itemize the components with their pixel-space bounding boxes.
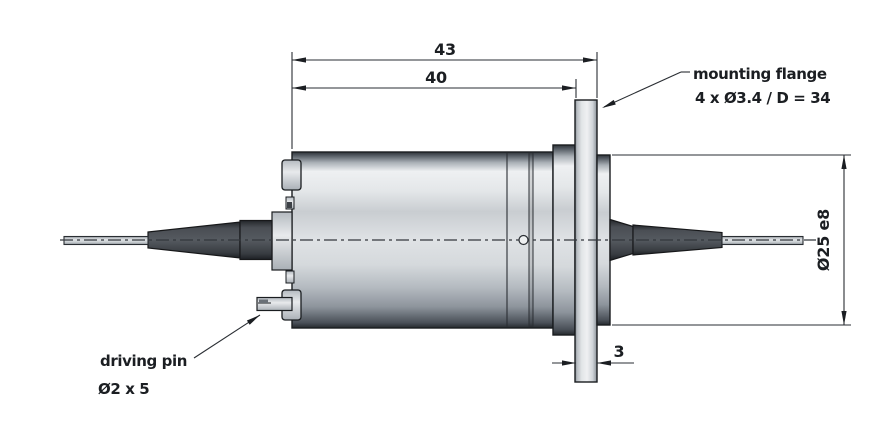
mounting-flange-spec: 4 x Ø3.4 / D = 34 [695, 89, 830, 107]
leader-arrowhead [246, 315, 260, 325]
leader-arrowhead [602, 99, 616, 108]
dim-40-value: 40 [425, 68, 447, 87]
arrowhead-left [292, 57, 306, 63]
mounting-flange-callout: mounting flange 4 x Ø3.4 / D = 34 [602, 65, 831, 108]
left-hub-block [271, 211, 293, 271]
dimension-body-length: 40 [292, 68, 577, 98]
arrowhead-right [562, 85, 576, 91]
mounting-flange-label: mounting flange [693, 65, 827, 83]
dimension-hub-diameter: Ø25 e8 [612, 154, 851, 326]
dim-3-value: 3 [614, 342, 625, 361]
arrowhead-left [292, 85, 306, 91]
set-screw-hole [518, 234, 529, 246]
driving-pin-slot [259, 299, 268, 303]
arrowhead-top [841, 155, 847, 169]
dim-43-value: 43 [434, 40, 456, 59]
left-step-top-slot [287, 202, 292, 208]
mounting-flange-plate [574, 99, 598, 383]
arrowhead-right [597, 360, 611, 366]
arrowhead-right [583, 57, 597, 63]
left-post-top [281, 159, 302, 191]
driving-pin-label: driving pin [100, 352, 187, 370]
leader-line [603, 71, 682, 108]
arrowhead-bottom [841, 311, 847, 325]
body-groove-strip [529, 153, 533, 327]
dimension-flange-thickness: 3 [552, 342, 634, 366]
dim-d25-value: Ø25 e8 [814, 209, 833, 271]
left-step-bottom [285, 270, 295, 284]
dimension-overall-length: 43 [291, 40, 598, 149]
driving-pin-part [256, 296, 293, 312]
driving-pin-callout: driving pin Ø2 x 5 [98, 314, 261, 398]
arrowhead-left [562, 360, 576, 366]
driving-pin-spec: Ø2 x 5 [98, 380, 149, 398]
